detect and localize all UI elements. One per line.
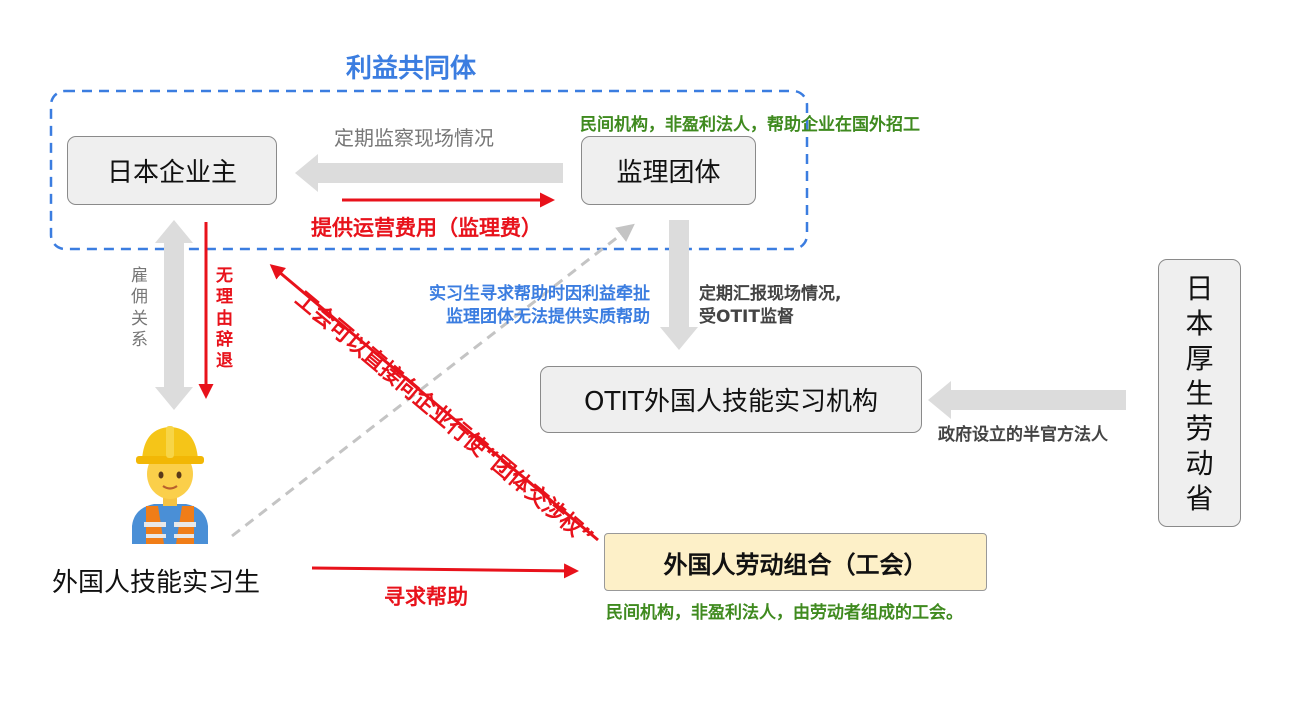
label-conflict-line1: 实习生寻求帮助时因利益牵扯 <box>429 284 650 304</box>
label-dismissal-char: 理 <box>216 287 233 308</box>
label-dismissal-char: 辞 <box>216 329 233 350</box>
node-ministry-label: 日本厚生劳动省 <box>1185 271 1213 516</box>
label-report: 定期汇报现场情况, 受OTIT监督 <box>699 283 841 329</box>
node-trainee[interactable]: 外国人技能实习生 <box>52 568 261 598</box>
label-employment-char: 关 <box>131 308 148 329</box>
label-dismissal-char: 无 <box>216 266 233 286</box>
group-title: 利益共同体 <box>346 54 477 84</box>
node-ministry-char: 生 <box>1185 376 1214 410</box>
node-ministry-char: 动 <box>1185 446 1214 480</box>
interest-group-outline <box>49 89 809 251</box>
node-otit[interactable]: OTIT外国人技能实习机构 <box>540 366 922 433</box>
label-dismissal-char: 退 <box>216 351 233 371</box>
node-ministry-char: 厚 <box>1185 341 1214 375</box>
arrow-ministry-otit <box>928 381 1126 419</box>
node-ministry-char: 劳 <box>1185 411 1214 445</box>
arrow-seek-help <box>311 563 579 579</box>
arrow-bargaining <box>269 264 599 542</box>
node-ministry[interactable]: 日本厚生劳动省 <box>1158 259 1241 527</box>
label-fee: 提供运营费用（监理费） <box>311 216 542 240</box>
label-supervisor-desc: 民间机构，非盈利法人，帮助企业在国外招工 <box>580 115 920 135</box>
label-regular-inspection: 定期监察现场情况 <box>334 126 494 150</box>
arrow-inspection <box>295 154 563 192</box>
label-employment-char: 佣 <box>131 287 148 308</box>
label-employment-char: 系 <box>131 329 148 350</box>
label-dismissal-char: 由 <box>216 308 233 329</box>
arrow-employment <box>155 220 193 410</box>
label-report-line1: 定期汇报现场情况, <box>699 284 842 304</box>
label-conflict: 实习生寻求帮助时因利益牵扯 监理团体无法提供实质帮助 <box>350 283 650 329</box>
label-employment: 雇佣关系 <box>131 266 148 351</box>
node-ministry-char: 省 <box>1185 481 1214 515</box>
construction-worker-icon <box>124 422 216 544</box>
label-conflict-line2: 监理团体无法提供实质帮助 <box>446 306 650 327</box>
label-dismissal: 无理由辞退 <box>216 266 233 372</box>
node-supervisor[interactable]: 监理团体 <box>581 136 756 205</box>
node-ministry-char: 本 <box>1185 306 1214 340</box>
node-employer[interactable]: 日本企业主 <box>67 136 277 205</box>
label-seek-help: 寻求帮助 <box>384 585 468 609</box>
node-ministry-char: 日 <box>1185 271 1214 305</box>
label-union-desc: 民间机构，非盈利法人，由劳动者组成的工会。 <box>606 603 963 623</box>
node-union[interactable]: 外国人劳动组合（工会） <box>604 533 987 591</box>
label-otit-desc: 政府设立的半官方法人 <box>938 425 1108 445</box>
label-report-line2: 受OTIT监督 <box>699 306 794 327</box>
arrow-report <box>660 220 698 350</box>
label-employment-char: 雇 <box>131 266 148 286</box>
